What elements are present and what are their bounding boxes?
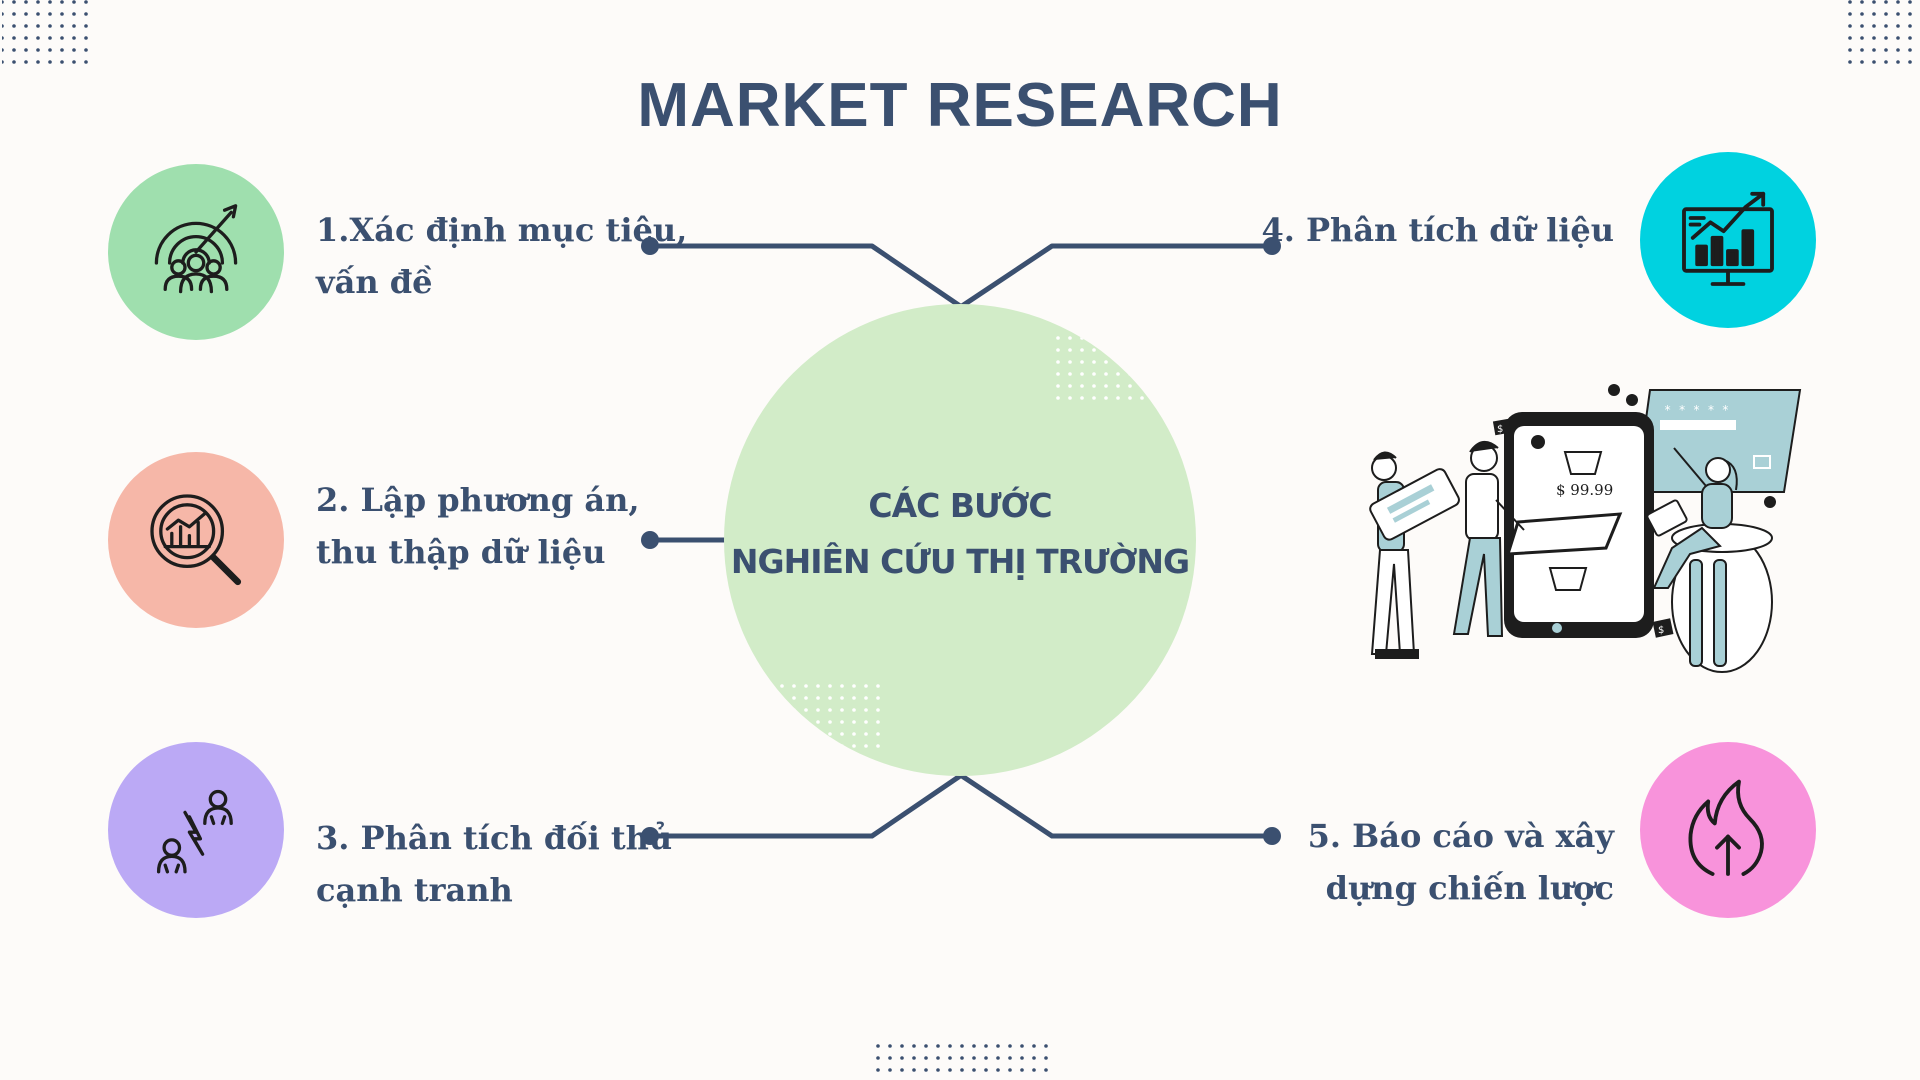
center-title-line2: NGHIÊN CỨU THỊ TRƯỜNG [730, 542, 1190, 581]
center-title: CÁC BƯỚC NGHIÊN CỨU THỊ TRƯỜNG [730, 478, 1190, 590]
price-label: $ 99.99 [1556, 481, 1613, 499]
floating-badges: $ $ [1492, 384, 1776, 638]
page-title: MARKET RESEARCH [637, 71, 1283, 140]
connector-step-5 [959, 773, 1275, 839]
target-team-icon [154, 204, 238, 294]
card-number-dots: * * * * * [1664, 403, 1729, 417]
step-4-text: 4. Phân tích dữ liệu [1200, 204, 1614, 256]
person-right [1646, 447, 1773, 673]
step-3-text: 3. Phân tích đối thủ cạnh tranh [316, 812, 672, 916]
step-2-line1: 2. Lập phương án, [316, 481, 640, 519]
connector-lines [647, 243, 1275, 839]
step-3-icon-circle [108, 742, 284, 918]
competitors-icon [156, 789, 233, 874]
step-1-line2: vấn đề [316, 263, 433, 301]
step-2-icon-circle [108, 452, 284, 628]
magnifier-chart-icon [150, 494, 242, 586]
center-title-line1: CÁC BƯỚC [868, 486, 1052, 525]
step-1-line1: 1.Xác định mục tiêu, [316, 211, 688, 249]
step-3-line1: 3. Phân tích đối thủ [316, 819, 673, 857]
step-4-icon-circle [1640, 152, 1816, 328]
person-left [1369, 451, 1460, 659]
center-circle [724, 304, 1196, 776]
shopping-illustration: * * * * * $ 99.99 [1369, 384, 1802, 673]
connector-step-4 [959, 243, 1275, 309]
coin-label-2: $ [1658, 625, 1664, 636]
dot-grid-top-left [2, 0, 92, 72]
center-dots-bottom [776, 680, 888, 752]
step-5-line2: dựng chiến lược [1325, 869, 1614, 907]
step-5-text: 5. Báo cáo và xây dựng chiến lược [1200, 810, 1614, 914]
step-1-icon-circle [108, 164, 284, 340]
connector-step-3 [647, 773, 963, 839]
step-4-line1: 4. Phân tích dữ liệu [1261, 211, 1614, 249]
coin-label-1: $ [1497, 424, 1503, 435]
monitor-chart-icon [1682, 191, 1774, 286]
step-2-text: 2. Lập phương án, thu thập dữ liệu [316, 474, 639, 578]
step-5-icon-circle [1640, 742, 1816, 918]
connector-step-1 [647, 243, 963, 309]
center-dots-top [1052, 330, 1152, 400]
dot-grid-top-right [1844, 0, 1920, 72]
step-2-line2: thu thập dữ liệu [316, 533, 606, 571]
step-5-line1: 5. Báo cáo và xây [1307, 817, 1614, 855]
flame-arrow-icon [1688, 779, 1764, 876]
step-1-text: 1.Xác định mục tiêu, vấn đề [316, 204, 687, 308]
connector-endpoints [641, 237, 1281, 845]
step-3-line2: cạnh tranh [316, 871, 513, 909]
person-middle [1452, 441, 1525, 637]
dot-grid-bottom [870, 1043, 1056, 1080]
